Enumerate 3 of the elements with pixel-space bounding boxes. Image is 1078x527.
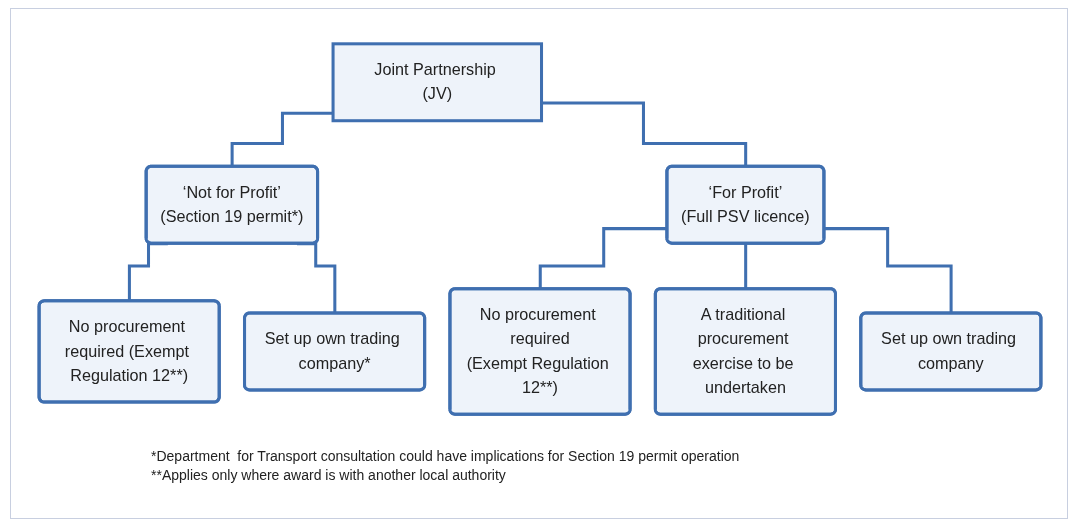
node-box: Joint Partnership (JV) (331, 42, 544, 123)
footnote: *Department for Transport consultation could have implications for Section 19 permit operation (151, 448, 740, 464)
footnote: **Applies only where award is with another local authority (151, 467, 507, 483)
